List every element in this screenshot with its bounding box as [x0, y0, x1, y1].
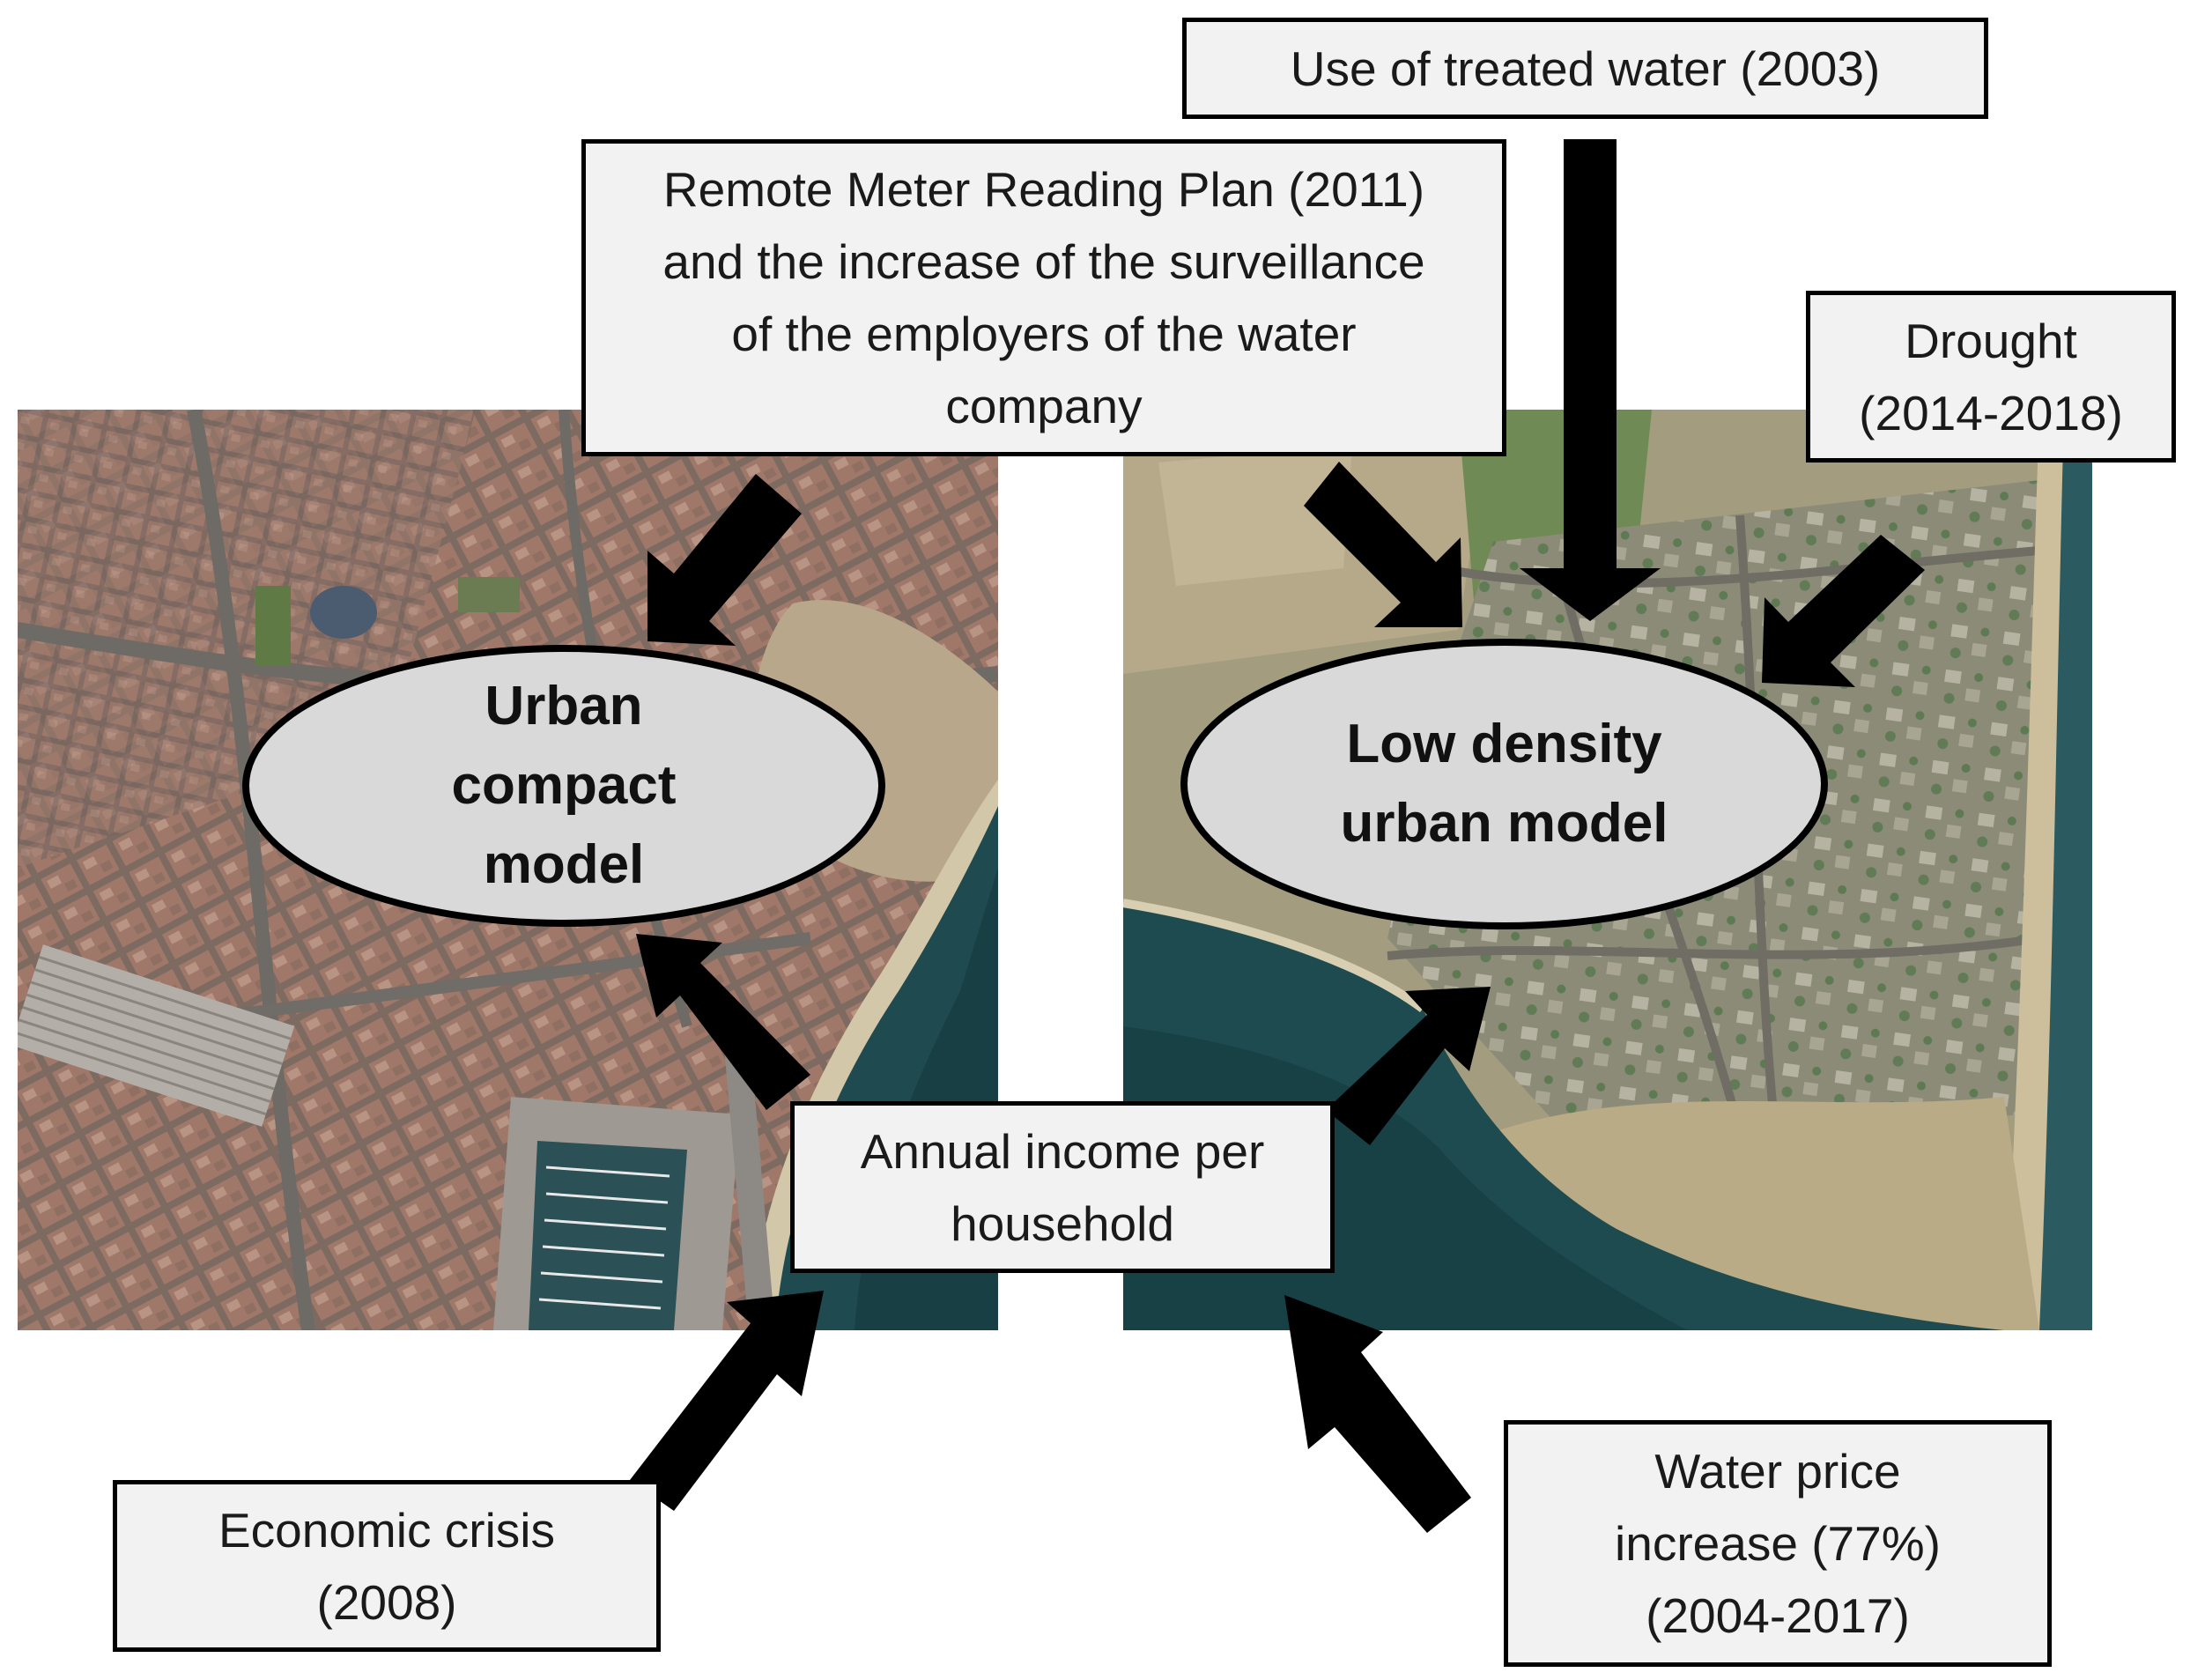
model-low-density-line-1: Low density [1346, 714, 1662, 774]
arrow-remote-meter [647, 474, 802, 646]
factor-remote-meter-line-1: Remote Meter Reading Plan (2011) [662, 162, 1425, 217]
factor-water-price-line-3: (2004-2017) [1646, 1588, 1910, 1643]
factor-water-price-line-1: Water price [1654, 1444, 1901, 1499]
factor-annual-income: Annual income per household [790, 1101, 1335, 1273]
model-compact-line-3: model [483, 834, 645, 895]
model-urban-compact: Urban compact model [242, 645, 885, 927]
factor-economic-crisis-line-1: Economic crisis [218, 1502, 556, 1558]
factor-economic-crisis-line-2: (2008) [316, 1574, 457, 1630]
arrow-drought [1762, 535, 1925, 687]
factor-treated-water-line-1: Use of treated water (2003) [1290, 41, 1881, 96]
arrow-treated-water [1520, 139, 1661, 621]
factor-remote-meter-line-4: company [945, 379, 1143, 433]
model-low-density-urban: Low density urban model [1180, 639, 1828, 929]
model-compact-line-2: compact [451, 755, 677, 816]
factor-drought-line-1: Drought [1905, 313, 2077, 368]
arrow-water-price [1284, 1295, 1471, 1533]
factor-drought-line-2: (2014-2018) [1859, 385, 2123, 440]
factor-remote-meter-line-3: of the employers of the water [731, 307, 1357, 361]
factor-economic-crisis: Economic crisis (2008) [113, 1480, 661, 1652]
factor-water-price-increase: Water price increase (77%) (2004-2017) [1504, 1420, 2052, 1667]
factor-remote-meter-line-2: and the increase of the surveillance [662, 234, 1425, 289]
model-compact-line-1: Urban [485, 676, 643, 736]
arrow-income-compact [636, 934, 810, 1110]
arrow-income-low-density [1326, 987, 1491, 1145]
arrow-economic-crisis [630, 1291, 824, 1511]
factor-annual-income-line-1: Annual income per [860, 1123, 1265, 1179]
model-low-density-line-2: urban model [1340, 793, 1668, 854]
factor-annual-income-line-2: household [951, 1195, 1174, 1251]
arrow-remote-meter-low-density [1304, 462, 1462, 627]
factor-drought: Drought (2014-2018) [1806, 291, 2176, 463]
factor-treated-water: Use of treated water (2003) [1182, 18, 1988, 119]
factor-remote-meter-reading: Remote Meter Reading Plan (2011) and the… [581, 139, 1506, 456]
factor-water-price-line-2: increase (77%) [1615, 1516, 1941, 1571]
